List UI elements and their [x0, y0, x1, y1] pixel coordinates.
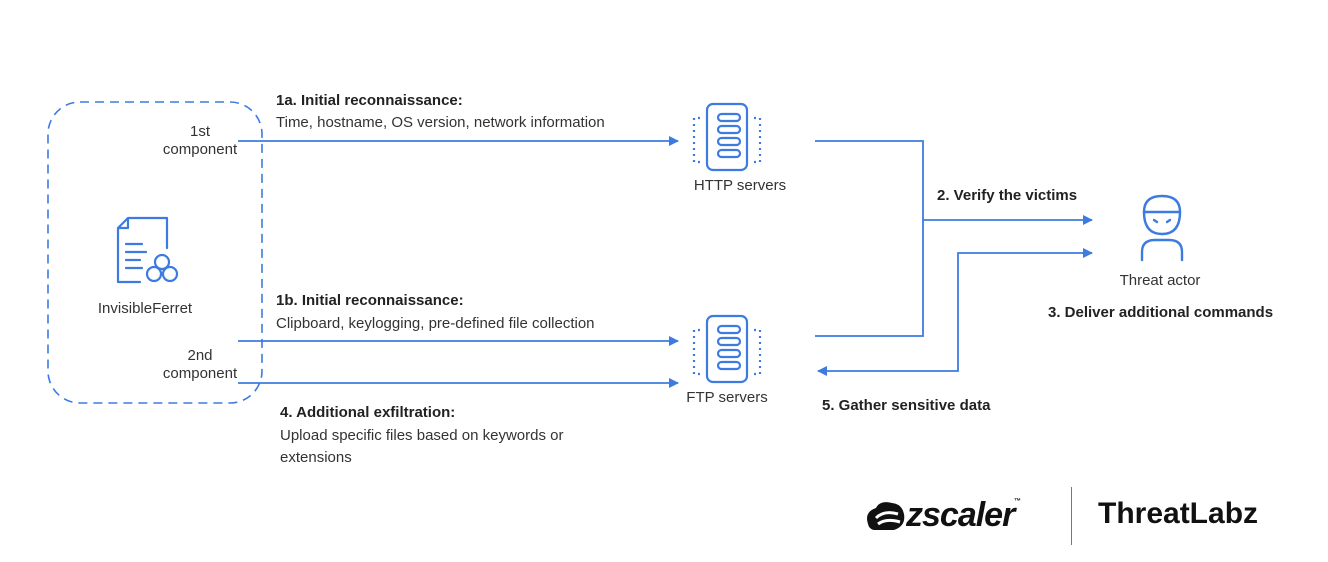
ftp-server-icon	[692, 314, 762, 384]
http-servers-label: HTTP servers	[693, 177, 787, 194]
servers-merge-line	[815, 140, 924, 337]
step-4-description-line2: extensions	[280, 449, 352, 466]
ftp-servers-label: FTP servers	[686, 389, 768, 406]
step-2-label: 2. Verify the victims	[937, 187, 1078, 204]
threat-actor-label: Threat actor	[1119, 272, 1201, 289]
malware-file-icon	[116, 216, 179, 284]
step-1b-description: Clipboard, keylogging, pre-defined file …	[276, 315, 595, 332]
step-1a-title: 1a. Initial reconnaissance:	[276, 92, 463, 109]
step-1b-title: 1b. Initial reconnaissance:	[276, 292, 464, 309]
http-server-icon	[692, 102, 762, 172]
component-group-box	[47, 101, 263, 404]
threat-actor-icon	[1140, 194, 1184, 262]
arrow-3-5	[817, 252, 1092, 376]
malware-name-label: InvisibleFerret	[97, 300, 193, 317]
step-1a-description: Time, hostname, OS version, network info…	[276, 114, 605, 131]
step-3-label: 3. Deliver additional commands	[1048, 304, 1274, 321]
logo-divider	[1071, 487, 1072, 545]
threatlabz-logo: ThreatLabz	[1098, 497, 1259, 530]
step-4-title: 4. Additional exfiltration:	[280, 404, 456, 421]
step-5-label: 5. Gather sensitive data	[822, 397, 991, 414]
zscaler-cloud-icon	[867, 502, 905, 530]
step-4-description-line1: Upload specific files based on keywords …	[280, 427, 564, 444]
